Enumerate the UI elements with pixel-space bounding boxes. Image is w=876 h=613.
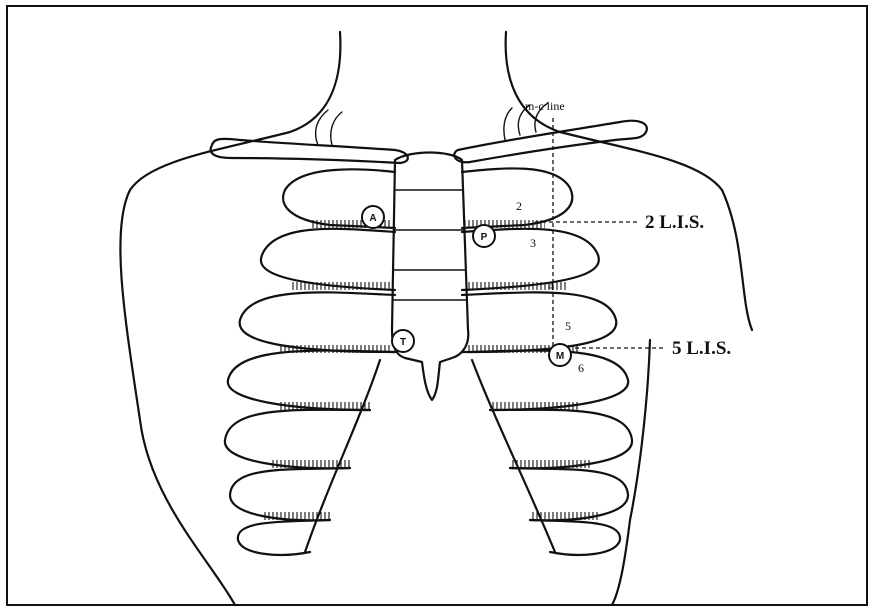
point-t-letter: T [400, 337, 406, 348]
point-a: A [362, 206, 384, 228]
point-m: M [549, 344, 571, 366]
clavicles [211, 121, 647, 163]
midclavicular-line-label: m-c line [525, 99, 565, 113]
rib-number-4: 4 [548, 279, 554, 293]
point-t: T [392, 330, 414, 352]
sternum [392, 153, 468, 401]
rib-number-2: 2 [516, 199, 522, 213]
point-m-letter: M [556, 351, 564, 362]
rib-number-5: 5 [565, 319, 571, 333]
label-2-lis: 2 L.I.S. [645, 212, 704, 233]
point-p: P [473, 225, 495, 247]
rib-number-3: 3 [530, 236, 536, 250]
point-p-letter: P [481, 232, 488, 243]
point-a-letter: A [369, 213, 376, 224]
body-outline [120, 32, 752, 605]
rib-number-6: 6 [578, 361, 584, 375]
label-5-lis: 5 L.I.S. [672, 338, 731, 359]
